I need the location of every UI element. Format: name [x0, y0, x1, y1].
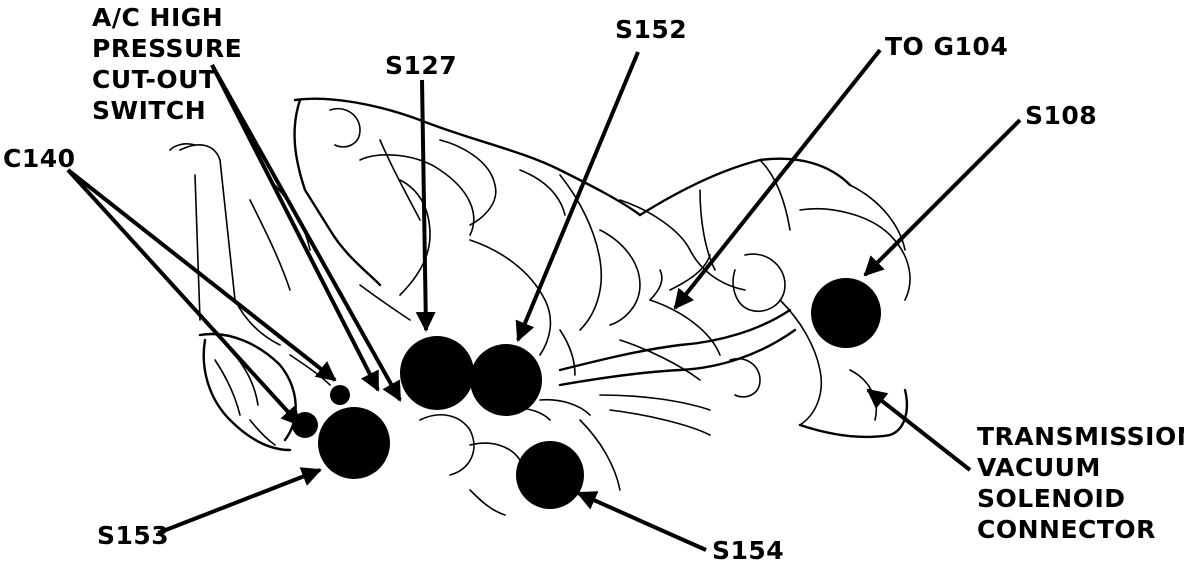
arrow-ac-switch-2	[210, 64, 402, 402]
label-ac-switch-line-1: A/C HIGH	[92, 3, 224, 32]
label-transmission-line-2: VACUUM	[977, 453, 1101, 482]
arrow-c140-2	[66, 168, 337, 382]
arrow-ac-switch-1	[210, 64, 380, 392]
label-ac-switch-line-2: PRESSURE	[92, 34, 243, 63]
label-transmission: TRANSMISSION VACUUM SOLENOID CONNECTOR	[977, 421, 1184, 545]
arrow-transmission	[866, 388, 972, 472]
label-ac-switch-line-4: SWITCH	[92, 96, 207, 125]
label-s153: S153	[97, 521, 170, 550]
label-s127: S127	[385, 51, 458, 80]
splice-s154	[516, 441, 584, 509]
arrow-s152	[515, 51, 640, 342]
splice-s108	[811, 278, 881, 348]
label-ac-switch-line-3: CUT-OUT	[92, 65, 217, 94]
arrow-c140-1	[66, 168, 302, 427]
splice-s127	[400, 336, 474, 410]
label-s108: S108	[1025, 101, 1098, 130]
arrow-s154	[576, 491, 707, 552]
connector-c140-b	[330, 385, 350, 405]
splice-s152	[470, 344, 542, 416]
label-s154: S154	[712, 536, 785, 565]
label-transmission-line-3: SOLENOID	[977, 484, 1126, 513]
label-transmission-line-4: CONNECTOR	[977, 515, 1156, 544]
splice-markers	[292, 278, 881, 509]
arrow-s127	[415, 79, 436, 332]
label-s152: S152	[615, 15, 688, 44]
arrow-to-g104	[673, 48, 882, 310]
leader-arrows	[66, 48, 1022, 552]
arrow-s153	[157, 467, 322, 535]
label-c140: C140	[3, 144, 76, 173]
arrow-s108	[863, 118, 1022, 277]
connector-c140	[292, 412, 318, 438]
label-transmission-line-1: TRANSMISSION	[977, 422, 1184, 451]
label-to-g104: TO G104	[885, 32, 1009, 61]
label-ac-switch: A/C HIGH PRESSURE CUT-OUT SWITCH	[92, 2, 242, 126]
splice-s153	[318, 407, 390, 479]
